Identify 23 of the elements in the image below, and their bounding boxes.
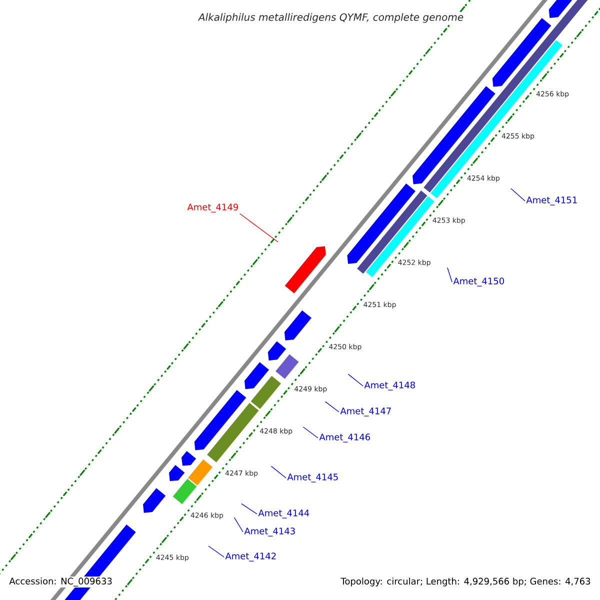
gene-label: Amet_4142	[225, 552, 276, 562]
gene-label: Amet_4144	[258, 510, 310, 518]
leader-line	[208, 546, 224, 558]
leader-line	[234, 517, 244, 532]
gene-label: Amet_4143	[244, 528, 295, 536]
leader-line	[241, 503, 258, 514]
leader-line	[348, 374, 364, 386]
leader-line	[239, 213, 278, 242]
gene-label: Amet_4146	[319, 434, 370, 442]
gene-label: Amet_4147	[340, 408, 391, 416]
gene-label: Amet_4151	[526, 196, 577, 206]
genome-info-text: Topology: circular; Length: 4,929,566 bp; Genes: 4,763	[340, 576, 592, 588]
gene-label: Amet_4145	[287, 474, 338, 482]
gene-label: Amet_4150	[453, 278, 504, 286]
title: Alkaliphilus metalliredigens QYMF, complete genome	[197, 12, 465, 24]
gene-label: Amet_4148	[364, 382, 415, 390]
leader-line	[324, 401, 340, 412]
gene-label: Amet_4149	[187, 204, 238, 212]
accession-text: Accession: NC_009633	[8, 576, 114, 588]
leader-line	[447, 267, 452, 282]
leader-line	[510, 188, 526, 202]
leader-line	[302, 426, 318, 438]
leader-line	[270, 466, 286, 478]
